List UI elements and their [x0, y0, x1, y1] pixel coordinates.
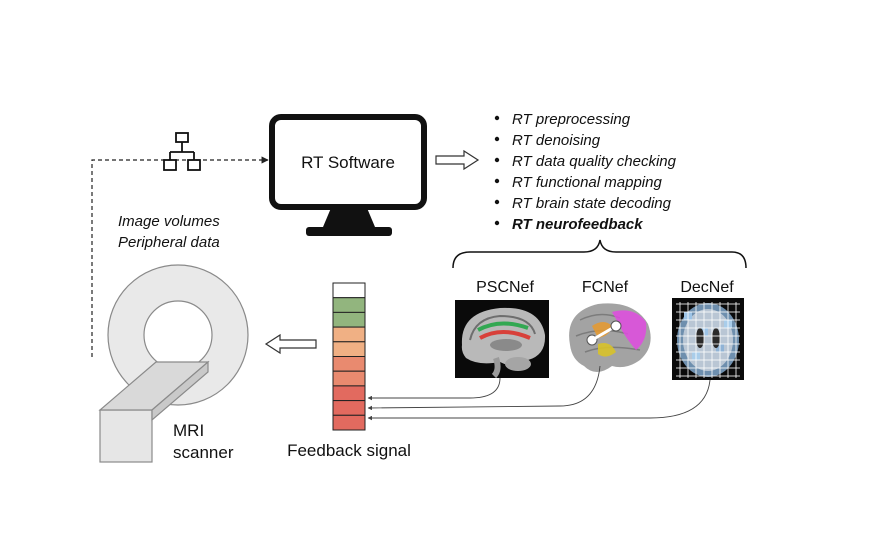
neurofeedback-brace	[452, 239, 747, 269]
software-label: RT Software	[301, 153, 395, 172]
monitor-icon	[269, 114, 427, 236]
feedback-level-cell	[332, 400, 366, 416]
data-flow-dashed-line	[91, 156, 269, 357]
feedback-label: Feedback signal	[287, 441, 411, 460]
scanner-label-line1: MRI	[173, 421, 204, 440]
capability-item: RT brain state decoding	[512, 195, 672, 212]
feedback-level-cell	[332, 326, 366, 343]
brain-axial-icon	[672, 298, 744, 380]
feedback-arrow-fcnef	[367, 365, 601, 411]
feedback-level-cell	[332, 370, 366, 387]
method-label-pscnef: PSCNef	[476, 279, 534, 296]
feedback-level-cell	[332, 356, 366, 372]
feedback-arrow-pscnef	[367, 377, 501, 401]
feedback-level-cell	[332, 282, 366, 299]
brain-sagittal-icon	[455, 300, 549, 379]
feedback-level-cell	[332, 311, 366, 328]
data-label-peripheral-data: Peripheral data	[118, 234, 220, 251]
feedback-level-cell	[332, 341, 366, 357]
feedback-level-cell	[332, 414, 366, 431]
brain-surface-icon	[569, 303, 651, 372]
capability-item: RT data quality checking	[512, 153, 677, 170]
feedback-arrow-decnef	[367, 379, 711, 421]
capabilities-list: RT preprocessing RT denoising RT data qu…	[494, 111, 677, 233]
feedback-level-cell	[332, 385, 366, 402]
feedback-to-scanner-arrow	[264, 333, 317, 355]
method-label-decnef: DecNef	[680, 279, 734, 296]
data-label-image-volumes: Image volumes	[118, 213, 220, 230]
method-label-fcnef: FCNef	[582, 279, 629, 296]
capability-item: RT functional mapping	[512, 174, 662, 191]
feedback-level-cell	[332, 297, 366, 313]
capability-item: RT preprocessing	[512, 111, 631, 128]
capability-item: RT denoising	[512, 132, 601, 149]
output-arrow	[435, 149, 480, 171]
mri-scanner-icon	[98, 264, 249, 463]
network-icon	[163, 132, 201, 171]
capability-item-neurofeedback: RT neurofeedback	[512, 216, 643, 233]
feedback-signal-bar	[332, 282, 366, 431]
scanner-label-line2: scanner	[173, 443, 234, 462]
